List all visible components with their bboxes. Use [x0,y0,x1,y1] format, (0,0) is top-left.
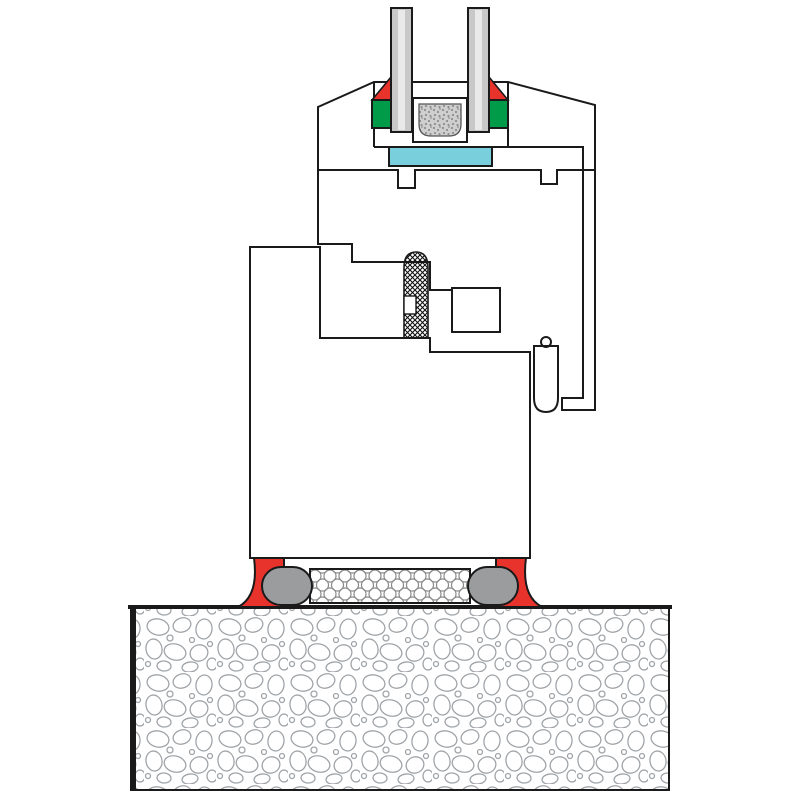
glazing-block-left [371,99,392,129]
drip-bead-hook [540,336,552,348]
drip-bead [533,345,559,414]
gasket-notch [403,295,417,315]
glass-pane-left-stripe [398,10,405,130]
wall-substrate [130,606,670,791]
glazing-group [370,7,510,167]
bottom-joint-group [237,557,543,608]
glazing-block-right [488,99,509,129]
rubber-gasket [403,251,429,339]
backer-rod-left [261,566,313,606]
insulation-strip [309,568,471,604]
fixed-frame-profile [249,246,531,559]
glass-pane-right-stripe [475,10,482,130]
right-trim-strip [561,169,596,411]
frame-group [249,81,596,559]
spacer-desiccant [418,103,462,137]
backer-rod-right [467,566,519,606]
hardware-block [451,287,501,333]
sash-lower-step [317,170,452,291]
setting-block [388,146,493,167]
